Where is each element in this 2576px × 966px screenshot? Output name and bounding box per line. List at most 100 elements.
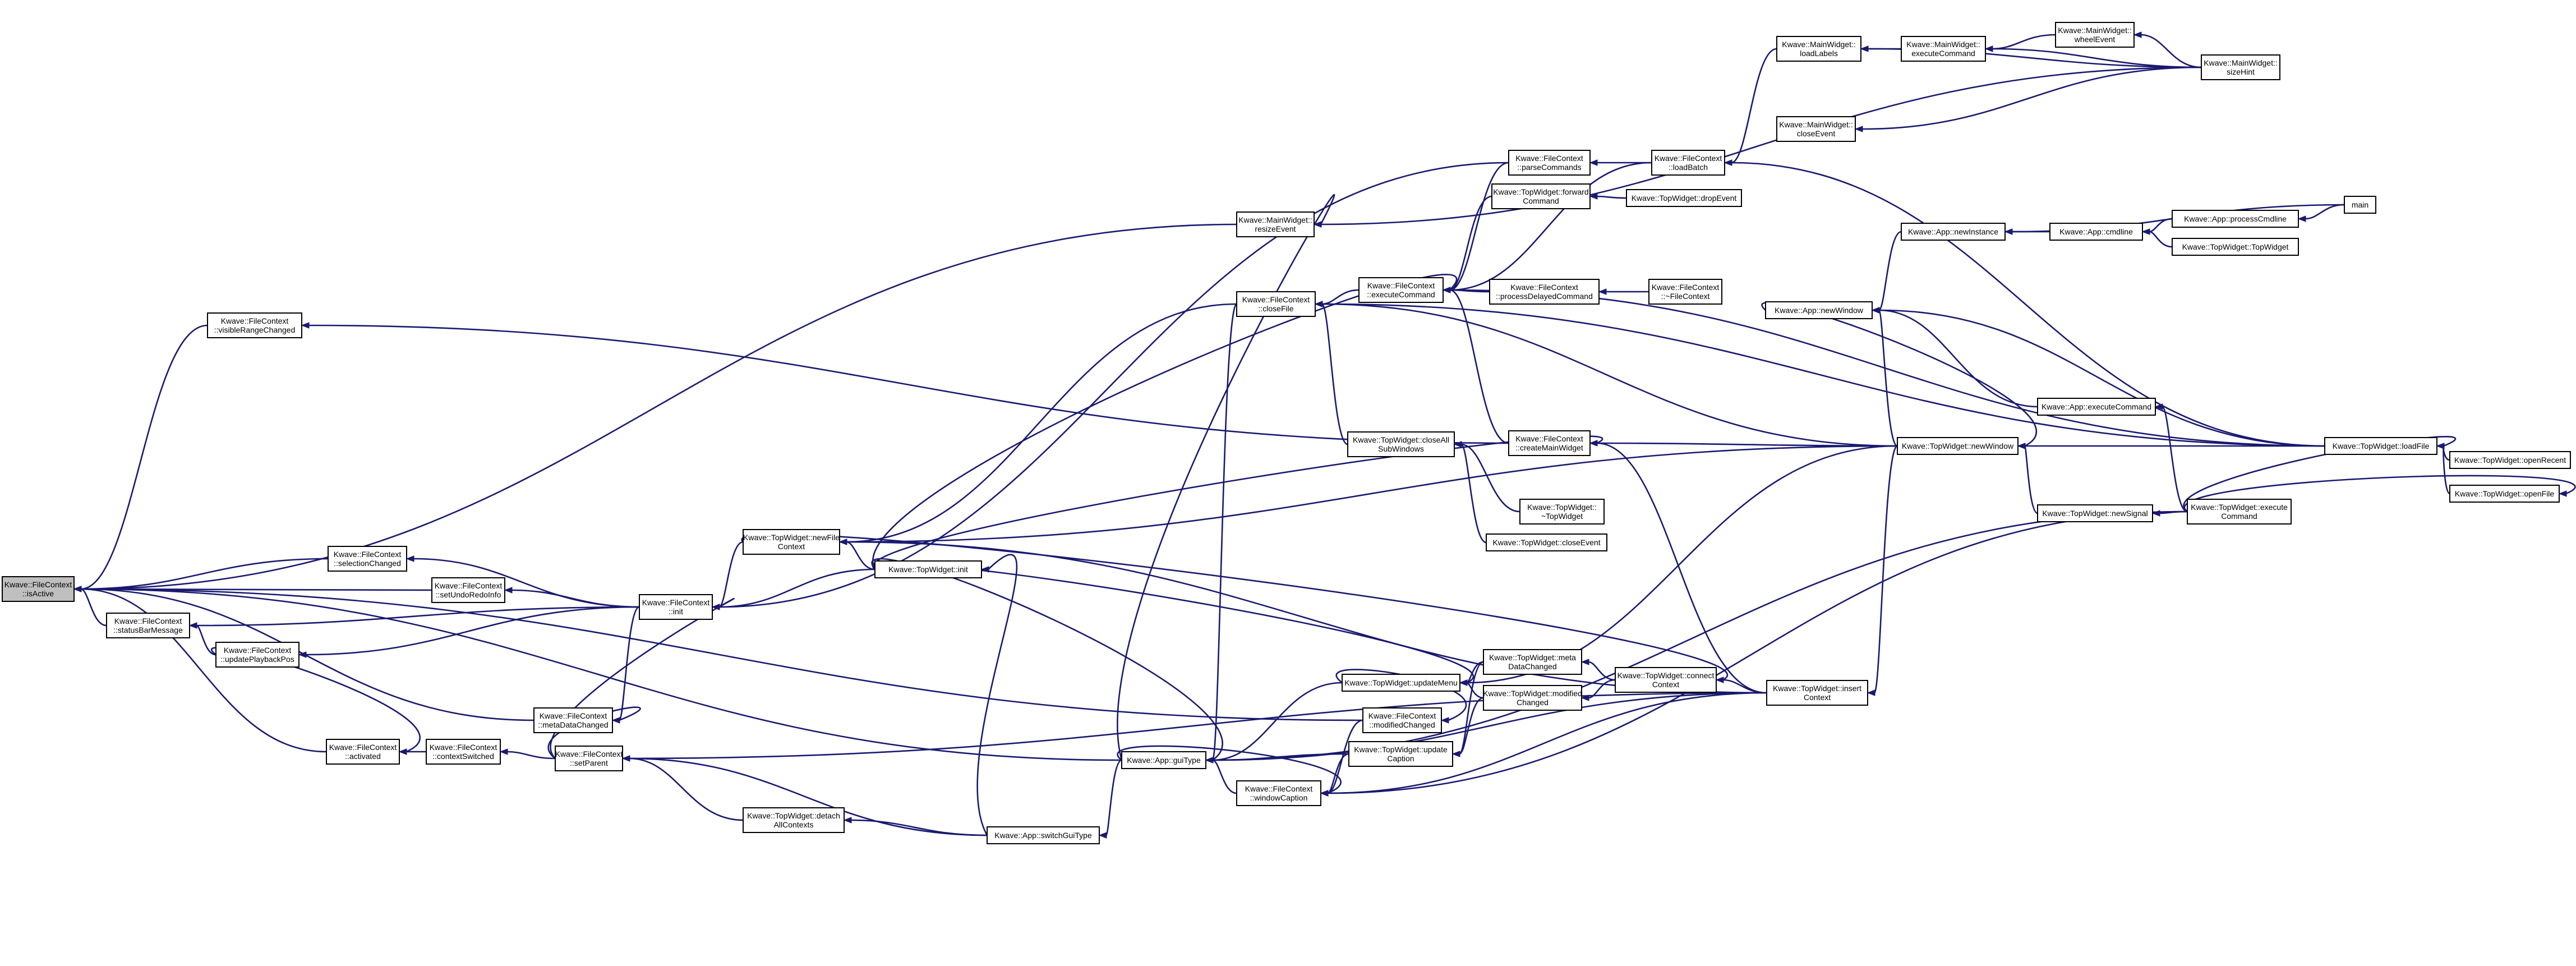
node-closeFile[interactable]: Kwave::FileContext::closeFile (1236, 291, 1316, 317)
node-twModifiedChanged[interactable]: Kwave::TopWidget::modifiedChanged (1483, 685, 1582, 711)
node-main[interactable]: main (2344, 196, 2376, 214)
arrowhead-icon (1871, 307, 1880, 314)
node-label: Kwave::TopWidget::updateMenu (1344, 678, 1458, 687)
node-mwCloseEvent[interactable]: Kwave::MainWidget::closeEvent (1776, 116, 1856, 142)
node-loadBatch[interactable]: Kwave::FileContext::loadBatch (1651, 150, 1725, 176)
node-fcInit[interactable]: Kwave::FileContext::init (639, 594, 713, 620)
edge-twNewWindow-to-newFileContext (846, 445, 1898, 543)
node-closeEventTW[interactable]: Kwave::TopWidget::closeEvent (1486, 533, 1607, 551)
node-createMainWidget[interactable]: Kwave::FileContext::createMainWidget (1508, 430, 1591, 456)
arrowhead-icon (1098, 832, 1107, 839)
edge-newInstance-to-appNewWindow (1878, 231, 1902, 311)
node-box (326, 739, 400, 765)
edge-sizeHint-to-mwExecuteCommand (1992, 48, 2202, 68)
node-windowCaption[interactable]: Kwave::FileContext::windowCaption (1236, 780, 1321, 806)
node-label: Kwave::TopWidget::update (1354, 745, 1448, 754)
node-processCmdline[interactable]: Kwave::App::processCmdline (2172, 210, 2299, 228)
node-newInstance[interactable]: Kwave::App::newInstance (1901, 223, 2006, 241)
node-label: Kwave::MainWidget:: (1906, 40, 1980, 49)
node-openFile[interactable]: Kwave::TopWidget::openFile (2449, 485, 2560, 503)
node-wheelEvent[interactable]: Kwave::MainWidget::wheelEvent (2055, 22, 2135, 48)
node-parseCommands[interactable]: Kwave::FileContext::parseCommands (1508, 150, 1591, 176)
node-box (2, 576, 75, 602)
edge-sizeHint-to-resizeEvent (1320, 66, 2202, 226)
node-switchGuiType[interactable]: Kwave::App::switchGuiType (987, 826, 1100, 844)
node-metaDataChanged[interactable]: Kwave::FileContext::metaDataChanged (533, 707, 613, 733)
node-label: Kwave::FileContext (221, 316, 289, 325)
edge-twInit-to-guiType (871, 558, 1223, 761)
node-setUndoRedoInfo[interactable]: Kwave::FileContext::setUndoRedoInfo (431, 577, 505, 603)
node-label: Kwave::App::cmdline (2059, 227, 2133, 236)
edge-guiType-to-isActive (80, 588, 1122, 761)
node-label: Command (1523, 196, 1559, 205)
node-fcExecuteCommand[interactable]: Kwave::FileContext::executeCommand (1358, 277, 1444, 303)
node-box (1491, 183, 1591, 209)
node-dropEvent[interactable]: Kwave::TopWidget::dropEvent (1626, 189, 1742, 207)
node-label: ::metaDataChanged (538, 720, 608, 729)
node-openRecent[interactable]: Kwave::TopWidget::openRecent (2449, 451, 2571, 469)
node-loadLabels[interactable]: Kwave::MainWidget::loadLabels (1776, 36, 1861, 62)
node-box (743, 529, 840, 555)
node-box (1362, 707, 1442, 733)
node-twTopWidget[interactable]: Kwave::TopWidget::TopWidget (2172, 238, 2299, 256)
node-mwExecuteCommand[interactable]: Kwave::MainWidget::executeCommand (1901, 36, 1986, 62)
node-twInit[interactable]: Kwave::TopWidget::init (874, 560, 982, 578)
node-updateMenu[interactable]: Kwave::TopWidget::updateMenu (1342, 674, 1460, 692)
arrowhead-icon (1442, 287, 1451, 293)
node-label: ::parseCommands (1517, 163, 1581, 172)
arrowhead-icon (1860, 45, 1869, 52)
node-appExecuteCommand[interactable]: Kwave::App::executeCommand (2037, 398, 2156, 416)
edge-updatePlaybackPos-to-statusBarMessage (196, 624, 216, 656)
node-sizeHint[interactable]: Kwave::MainWidget::sizeHint (2201, 54, 2280, 80)
node-twMetaDataChanged[interactable]: Kwave::TopWidget::metaDataChanged (1483, 649, 1582, 675)
edge-twExecuteCommand-to-guiType (1212, 510, 2188, 761)
edge-twModifiedChanged-to-updateMenu (1466, 682, 1484, 699)
node-label: Kwave::FileContext (540, 711, 607, 720)
node-statusBarMessage[interactable]: Kwave::FileContext::statusBarMessage (106, 613, 190, 638)
node-isActive[interactable]: Kwave::FileContext::isActive (2, 576, 75, 602)
arrowhead-icon (1589, 159, 1598, 166)
arrowhead-icon (1459, 679, 1468, 686)
node-box (555, 746, 623, 771)
node-guiType[interactable]: Kwave::App::guiType (1121, 751, 1206, 769)
node-activated[interactable]: Kwave::FileContext::activated (326, 739, 400, 765)
node-processDelayedCommand[interactable]: Kwave::FileContext::processDelayedComman… (1489, 279, 1600, 305)
node-label: Kwave::TopWidget::newWindow (1902, 441, 2014, 450)
node-newSignal[interactable]: Kwave::TopWidget::newSignal (2037, 504, 2153, 522)
node-box (1347, 431, 1455, 457)
node-appNewWindow[interactable]: Kwave::App::newWindow (1765, 301, 1873, 319)
node-twExecuteCommand[interactable]: Kwave::TopWidget::executeCommand (2187, 499, 2292, 525)
node-label: Kwave::FileContext (430, 743, 497, 752)
node-box (639, 594, 713, 620)
node-loadFile[interactable]: Kwave::TopWidget::loadFile (2324, 437, 2437, 455)
node-label: Kwave::TopWidget:: (1527, 503, 1597, 512)
node-resizeEvent[interactable]: Kwave::MainWidget::resizeEvent (1236, 211, 1315, 237)
edge-twExecuteCommand-to-openFile (2184, 475, 2576, 513)
node-label: Kwave::TopWidget::TopWidget (2182, 242, 2289, 251)
node-selectionChanged[interactable]: Kwave::FileContext::selectionChanged (328, 546, 407, 572)
node-box (1489, 279, 1600, 305)
edge-dropEvent-to-forwardCommand (1596, 195, 1627, 199)
node-contextSwitched[interactable]: Kwave::FileContext::contextSwitched (426, 739, 501, 765)
edge-twExecuteCommand-to-windowCaption (1327, 510, 2188, 794)
node-box (1776, 116, 1856, 142)
arrowhead-icon (1867, 689, 1875, 696)
node-modifiedChanged[interactable]: Kwave::FileContext::modifiedChanged (1362, 707, 1442, 733)
node-visibleRangeChanged[interactable]: Kwave::FileContext::visibleRangeChanged (207, 312, 302, 338)
edge-twNewWindow-to-insertContext (1873, 445, 1898, 694)
node-fcDestructor[interactable]: Kwave::FileContext::~FileContext (1648, 279, 1722, 305)
node-cmdline[interactable]: Kwave::App::cmdline (2049, 223, 2143, 241)
node-updatePlaybackPos[interactable]: Kwave::FileContext::updatePlaybackPos (215, 642, 299, 668)
node-twNewWindow[interactable]: Kwave::TopWidget::newWindow (1897, 437, 2019, 455)
node-setParent[interactable]: Kwave::FileContext::setParent (555, 746, 623, 771)
edge-layer (73, 31, 2576, 839)
node-twDestructor[interactable]: Kwave::TopWidget::~TopWidget (1519, 499, 1605, 525)
edge-updateMenu-to-guiType (1212, 682, 1343, 761)
